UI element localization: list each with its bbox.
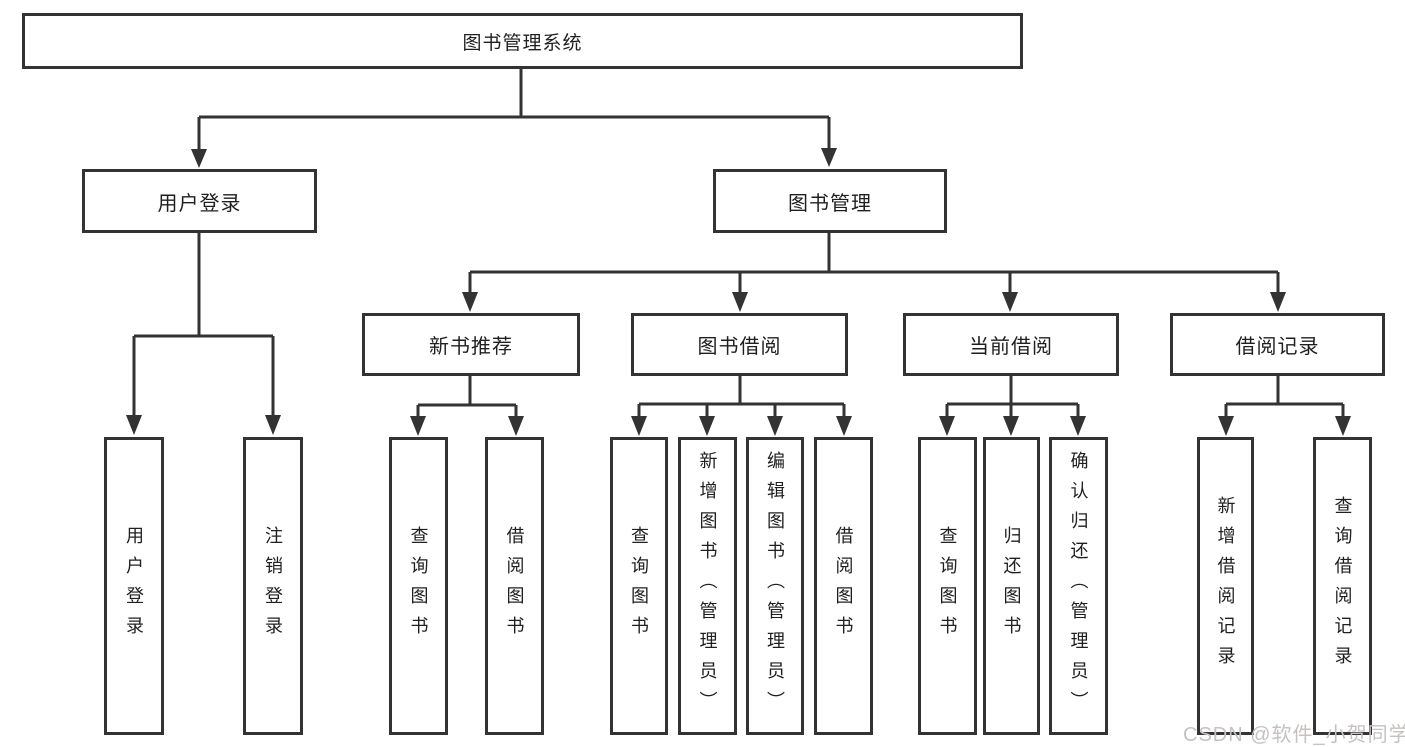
node-borrowing-records: 借阅记录 <box>1170 313 1385 376</box>
connector-user-login-children <box>126 233 281 435</box>
node-label: 用户登录 <box>124 526 144 646</box>
arrow-down-icon <box>699 416 715 436</box>
node-label: 新书推荐 <box>429 336 513 358</box>
node-borrow-books: 借阅图书 <box>814 437 873 735</box>
arrow-down-icon <box>126 415 142 435</box>
arrow-down-icon <box>836 416 852 436</box>
node-label: 借阅图书 <box>833 526 854 646</box>
arrow-down-icon <box>191 149 207 168</box>
node-label: 新增图书（管理员） <box>697 451 718 721</box>
node-library-management-system: 图书管理系统 <box>22 13 1023 69</box>
arrow-down-icon <box>732 292 748 312</box>
arrow-down-icon <box>821 148 837 167</box>
node-query-borrow-record: 查询借阅记录 <box>1313 437 1372 735</box>
arrow-down-icon <box>1003 416 1019 436</box>
arrow-down-icon <box>1070 416 1086 436</box>
csdn-watermark: CSDN @软件_小贺同学 <box>1183 724 1405 746</box>
connector-book-management-to-level3 <box>462 233 1286 312</box>
node-user-login-leaf: 用户登录 <box>104 437 164 735</box>
connector-book-borrowing-children <box>631 376 852 436</box>
node-add-borrow-record: 新增借阅记录 <box>1197 437 1254 735</box>
arrow-down-icon <box>1270 292 1286 312</box>
node-book-borrowing: 图书借阅 <box>631 313 848 376</box>
node-label: 新增借阅记录 <box>1215 496 1236 676</box>
node-query-books: 查询图书 <box>610 437 668 735</box>
node-label: 查询图书 <box>629 526 649 646</box>
node-query-books: 查询图书 <box>389 437 448 735</box>
node-logout: 注销登录 <box>243 437 303 735</box>
node-user-login: 用户登录 <box>82 169 317 233</box>
connector-current-borrowing-children <box>939 376 1086 436</box>
arrow-down-icon <box>631 416 647 436</box>
arrow-down-icon <box>508 416 524 436</box>
node-label: 注销登录 <box>263 526 283 646</box>
node-return-books: 归还图书 <box>983 437 1040 735</box>
arrow-down-icon <box>462 292 478 312</box>
node-label: 归还图书 <box>1001 526 1022 646</box>
node-current-borrowing: 当前借阅 <box>903 313 1119 376</box>
node-borrow-books: 借阅图书 <box>485 437 544 735</box>
node-book-management: 图书管理 <box>713 169 947 233</box>
node-label: 查询借阅记录 <box>1332 496 1353 676</box>
arrow-down-icon <box>1218 416 1234 436</box>
node-label: 用户登录 <box>157 192 242 215</box>
arrow-down-icon <box>410 416 426 436</box>
arrow-down-icon <box>1335 416 1351 436</box>
connector-root-to-level2 <box>191 69 837 168</box>
connector-new-book-recommend-children <box>410 376 524 436</box>
node-label: 借阅记录 <box>1235 336 1320 358</box>
node-label: 查询图书 <box>937 526 958 646</box>
node-label: 确认归还（管理员） <box>1068 451 1089 721</box>
node-label: 图书管理 <box>788 192 872 215</box>
arrow-down-icon <box>767 416 783 436</box>
node-label: 当前借阅 <box>969 336 1053 358</box>
node-query-books: 查询图书 <box>918 437 977 735</box>
node-label: 借阅图书 <box>504 526 525 646</box>
node-edit-books-admin: 编辑图书（管理员） <box>746 437 804 735</box>
node-confirm-return-admin: 确认归还（管理员） <box>1049 437 1108 735</box>
node-label: 图书借阅 <box>697 336 782 358</box>
connector-borrowing-records-children <box>1218 376 1351 436</box>
arrow-down-icon <box>939 416 955 436</box>
arrow-down-icon <box>1002 292 1018 312</box>
node-label: 查询图书 <box>408 526 429 646</box>
node-new-book-recommend: 新书推荐 <box>362 313 580 376</box>
node-label: 编辑图书（管理员） <box>765 451 785 721</box>
arrow-down-icon <box>265 415 281 435</box>
node-label: 图书管理系统 <box>462 32 583 54</box>
node-add-books-admin: 新增图书（管理员） <box>678 437 737 735</box>
